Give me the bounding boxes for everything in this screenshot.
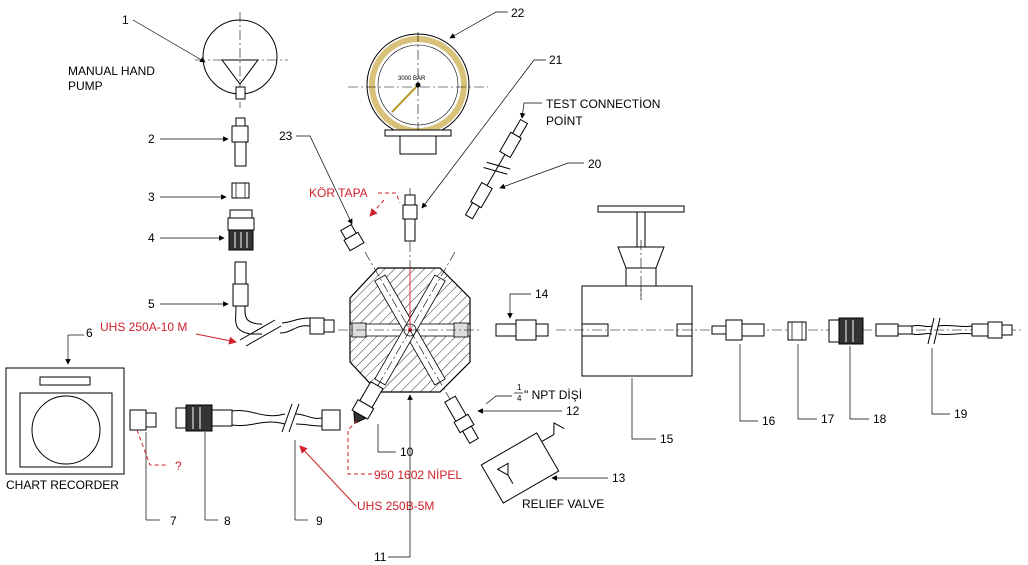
npt-fraction-numerator: 1 bbox=[517, 383, 522, 392]
callout-14: 14 bbox=[535, 287, 549, 301]
hose-uhs-250b bbox=[231, 403, 341, 433]
callout-4: 4 bbox=[148, 231, 155, 245]
gauge-adapter-part-21 bbox=[402, 194, 418, 242]
manual-hand-pump bbox=[195, 12, 288, 108]
chart-recorder bbox=[5, 367, 125, 475]
adapter-part-7 bbox=[129, 409, 157, 431]
callout-11: 11 bbox=[374, 550, 387, 564]
needle-valve-part-15 bbox=[581, 205, 693, 377]
callout-1: 1 bbox=[122, 13, 129, 27]
callout-17: 17 bbox=[821, 412, 835, 426]
nut-part-3 bbox=[231, 182, 250, 199]
uhs-250b-label: UHS 250B-5M bbox=[357, 499, 434, 513]
manual-hand-pump-label-1: MANUAL HAND bbox=[68, 64, 155, 78]
test-connection-label-1: TEST CONNECTİON bbox=[546, 97, 660, 111]
relief-valve-label: RELIEF VALVE bbox=[522, 497, 604, 511]
hose-part-19 bbox=[875, 317, 1013, 345]
callout-20: 20 bbox=[588, 157, 602, 171]
callout-15: 15 bbox=[660, 432, 674, 446]
callout-5: 5 bbox=[148, 297, 155, 311]
callout-7: 7 bbox=[170, 514, 177, 528]
callout-22: 22 bbox=[511, 6, 525, 20]
npt-thread-label: " NPT DİŞİ bbox=[524, 388, 582, 402]
kor-tapa-label: KÖR TAPA bbox=[309, 186, 368, 200]
callout-23: 23 bbox=[279, 129, 293, 143]
callout-9: 9 bbox=[316, 514, 323, 528]
chart-recorder-label: CHART RECORDER bbox=[6, 478, 119, 492]
test-connection-label-2: POİNT bbox=[546, 114, 583, 128]
callout-13: 13 bbox=[612, 471, 626, 485]
adapter-part-14 bbox=[495, 319, 549, 341]
hose-uhs-250a bbox=[232, 261, 335, 347]
pressure-gauge bbox=[348, 32, 488, 155]
callout-18: 18 bbox=[873, 412, 887, 426]
callout-6: 6 bbox=[86, 326, 93, 340]
question-mark: ? bbox=[175, 459, 182, 473]
callout-3: 3 bbox=[148, 190, 155, 204]
nipel-label: 950 1602 NİPEL bbox=[374, 468, 462, 482]
coupling-part-4 bbox=[227, 209, 255, 251]
coupling-part-8 bbox=[175, 404, 233, 432]
callout-16: 16 bbox=[762, 414, 776, 428]
adapter-part-16 bbox=[711, 319, 765, 341]
manual-hand-pump-label-2: PUMP bbox=[68, 79, 103, 93]
callout-19: 19 bbox=[954, 407, 968, 421]
callout-2: 2 bbox=[148, 132, 155, 146]
adapter-part-2 bbox=[231, 117, 249, 167]
nut-part-17 bbox=[787, 321, 807, 341]
callout-12: 12 bbox=[566, 404, 580, 418]
callout-8: 8 bbox=[224, 514, 231, 528]
relief-valve-part-13 bbox=[480, 422, 565, 504]
nipple-part-10 bbox=[351, 380, 384, 425]
coupling-part-18 bbox=[828, 317, 864, 345]
test-connection-part-20 bbox=[464, 118, 529, 220]
plug-part-23 bbox=[340, 223, 365, 252]
callout-21: 21 bbox=[549, 53, 563, 67]
npt-fraction-denominator: 4 bbox=[517, 394, 522, 403]
gauge-dial-text: 3000 BAR bbox=[398, 76, 426, 82]
uhs-250a-label: UHS 250A-10 M bbox=[100, 320, 187, 334]
callout-10: 10 bbox=[400, 445, 414, 459]
adapter-part-12 bbox=[444, 395, 480, 444]
